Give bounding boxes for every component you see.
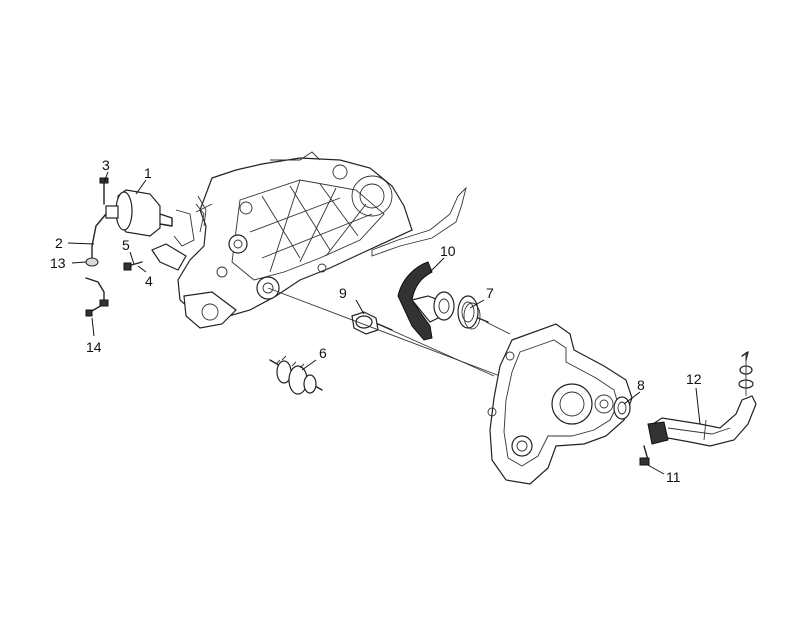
- callout-3: 3: [102, 157, 110, 173]
- part-13-grommet: [85, 257, 99, 267]
- part-10-sector-gear: [397, 261, 455, 341]
- callout-4: 4: [145, 273, 153, 289]
- part-1-starter-motor: [105, 189, 205, 247]
- part-14-cable-screw: [85, 277, 109, 317]
- callout-2: 2: [55, 235, 63, 251]
- part-2-cable: [91, 213, 107, 259]
- part-7-spring: [457, 295, 489, 330]
- callout-7: 7: [486, 285, 494, 301]
- callout-10: 10: [440, 243, 456, 259]
- callout-13: 13: [50, 255, 66, 271]
- lever-fasteners: [738, 351, 754, 396]
- part-12-kick-lever: [647, 395, 757, 447]
- part-3-screw: [99, 177, 109, 205]
- part-9-bushing: [351, 311, 393, 335]
- callout-9: 9: [339, 285, 347, 301]
- callout-6: 6: [319, 345, 327, 361]
- callout-labels: 1 2 3 4 5 6 7 8 9 10 11 12 13 14: [50, 157, 702, 485]
- assembly-axis-lines: [267, 287, 511, 377]
- callout-14: 14: [86, 339, 102, 355]
- callout-11: 11: [666, 469, 681, 485]
- engine-side-cover: [487, 323, 633, 485]
- callout-12: 12: [686, 371, 702, 387]
- part-6-gear-shaft: [269, 355, 323, 395]
- leader-lines: [67, 171, 701, 475]
- callout-5: 5: [122, 237, 130, 253]
- callout-1: 1: [144, 165, 152, 181]
- callout-8: 8: [637, 377, 645, 393]
- part-11-screw: [639, 445, 650, 466]
- part-8-washer: [613, 396, 631, 420]
- part-4-5-screw: [123, 261, 143, 271]
- crankcase-half: [151, 151, 467, 329]
